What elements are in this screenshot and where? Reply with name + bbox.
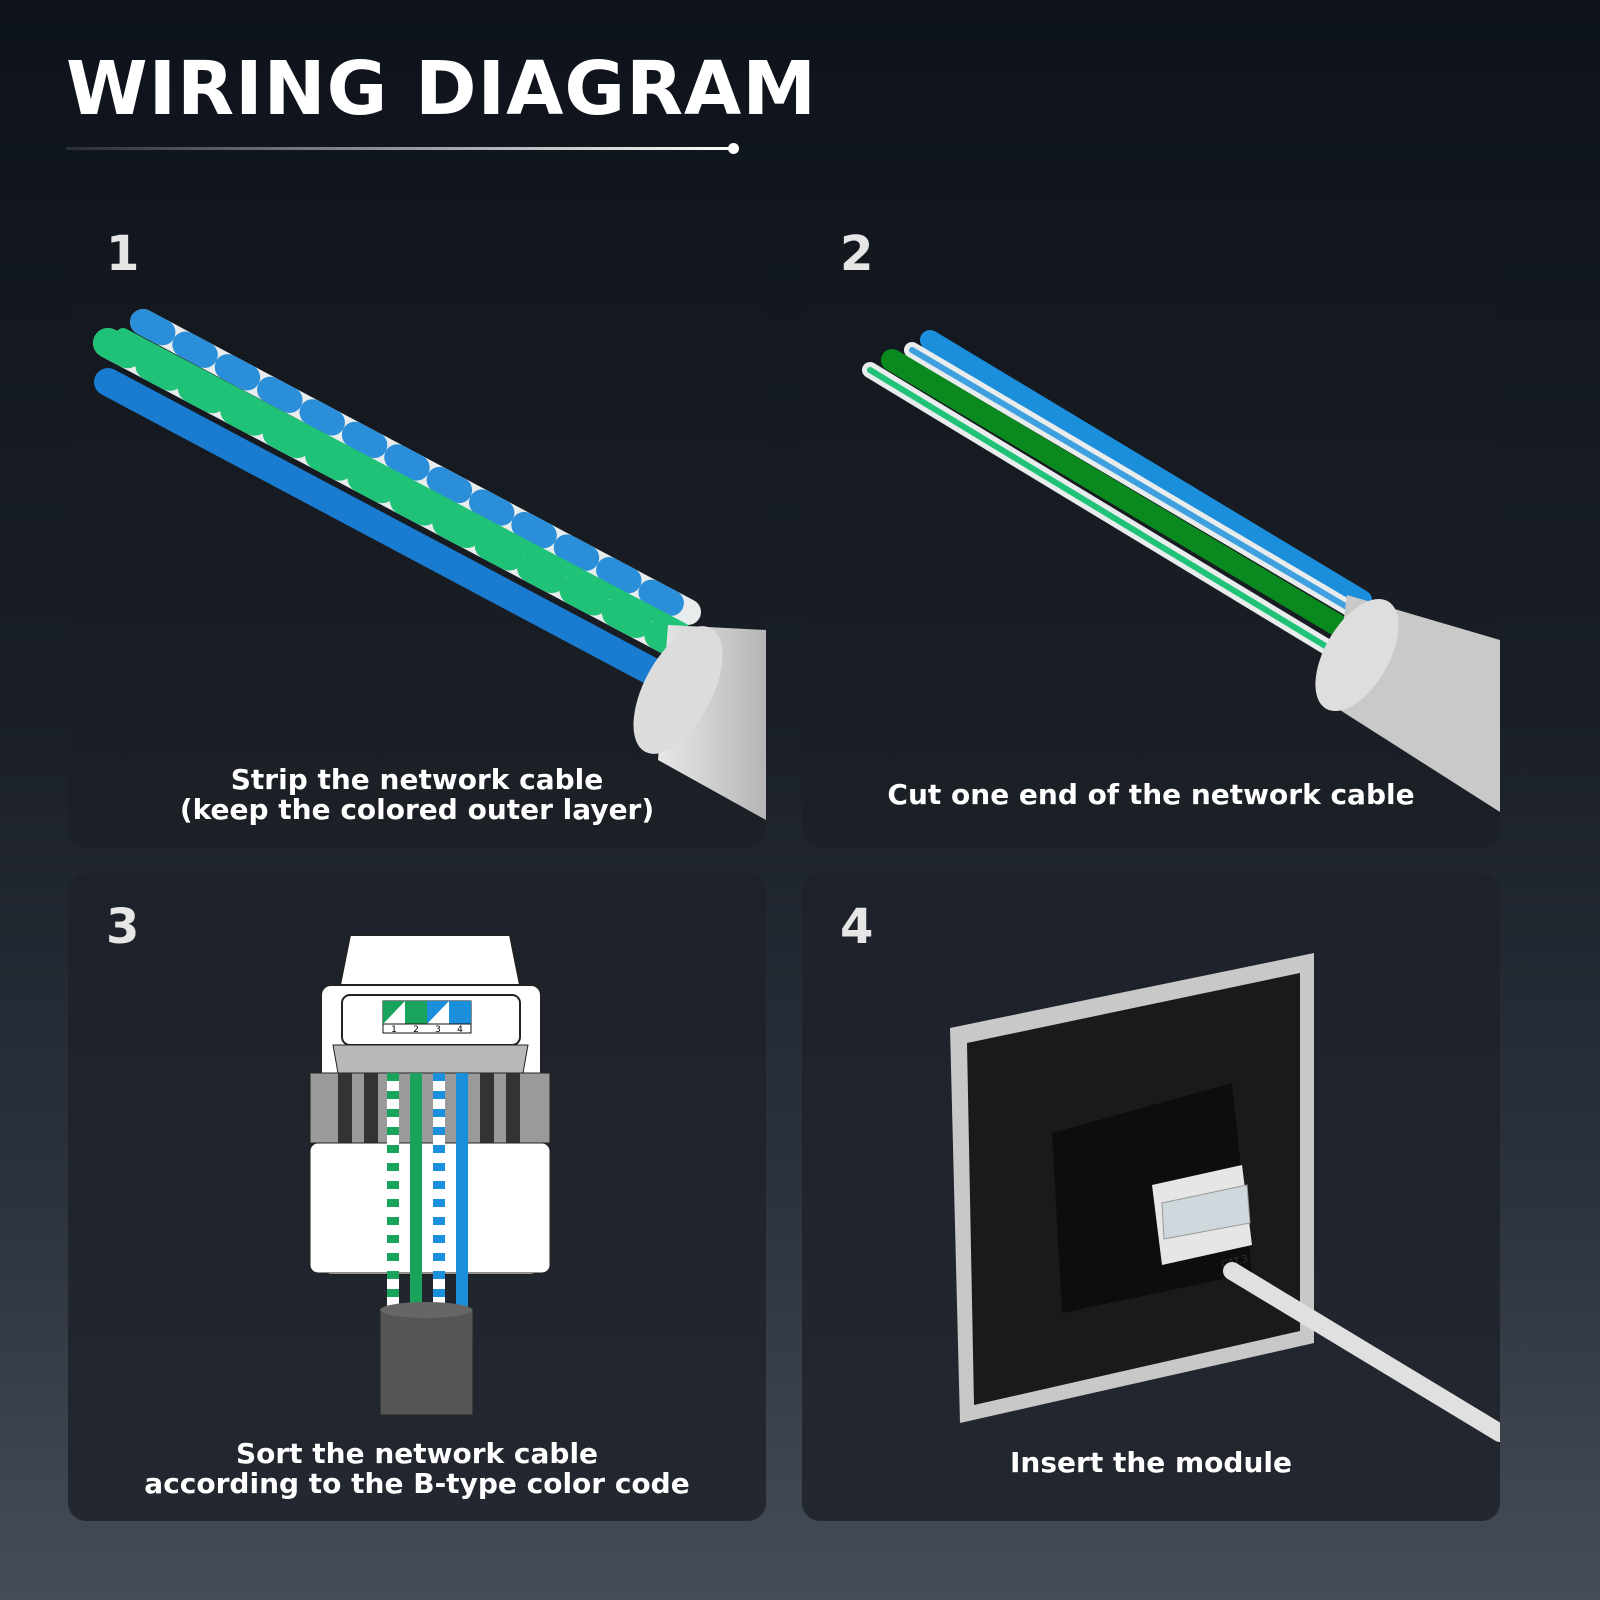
sorted-wires: [387, 1073, 468, 1308]
caption-line: according to the B-type color code: [144, 1467, 690, 1500]
step-4-panel: CAT.3 4 Insert the module: [802, 873, 1500, 1521]
step-caption: Insert the module: [1010, 1446, 1292, 1479]
step-1-panel: 1 Strip the network cable (keep the colo…: [68, 200, 766, 848]
cable-jacket: [379, 1307, 474, 1416]
step-2-panel: 2 Cut one end of the network cable: [802, 200, 1500, 848]
title-underline: [66, 147, 734, 150]
caption-line: (keep the colored outer layer): [179, 793, 655, 826]
insulation-displacement-contacts: [338, 1073, 520, 1143]
green-wire: [881, 349, 1353, 639]
stripped-cable-illustration: [93, 309, 766, 820]
code-label-2: 2: [413, 1025, 419, 1035]
wall-plate-illustration: CAT.3: [950, 953, 1500, 1442]
code-label-4: 4: [457, 1025, 463, 1035]
caption-line: Sort the network cable: [235, 1437, 599, 1470]
code-label-3: 3: [435, 1025, 441, 1035]
cut-cable-illustration: [862, 330, 1500, 812]
green-wire: [116, 328, 690, 637]
title-underline-dot: [728, 143, 739, 154]
caption-line: Strip the network cable: [230, 763, 604, 796]
step-number: 3: [106, 899, 140, 955]
step-number: 4: [840, 899, 874, 955]
network-cable: [1223, 1262, 1500, 1442]
step-number: 1: [106, 226, 140, 282]
step-caption: Cut one end of the network cable: [887, 778, 1415, 811]
blue-wire: [920, 330, 1372, 610]
blue-wire: [94, 368, 682, 694]
step-number: 2: [840, 226, 874, 282]
step-3-panel: 1 2 3 4 3 Sort the network cable accordi…: [68, 873, 766, 1521]
color-code-label: 1 2 3 4: [382, 1000, 472, 1035]
page-title: WIRING DIAGRAM: [66, 46, 817, 132]
step-caption: Strip the network cable (keep the colore…: [68, 765, 766, 825]
code-label-1: 1: [391, 1025, 397, 1035]
step-caption: Sort the network cable according to the …: [68, 1439, 766, 1499]
keystone-jack-illustration: 1 2 3 4: [309, 934, 551, 1416]
